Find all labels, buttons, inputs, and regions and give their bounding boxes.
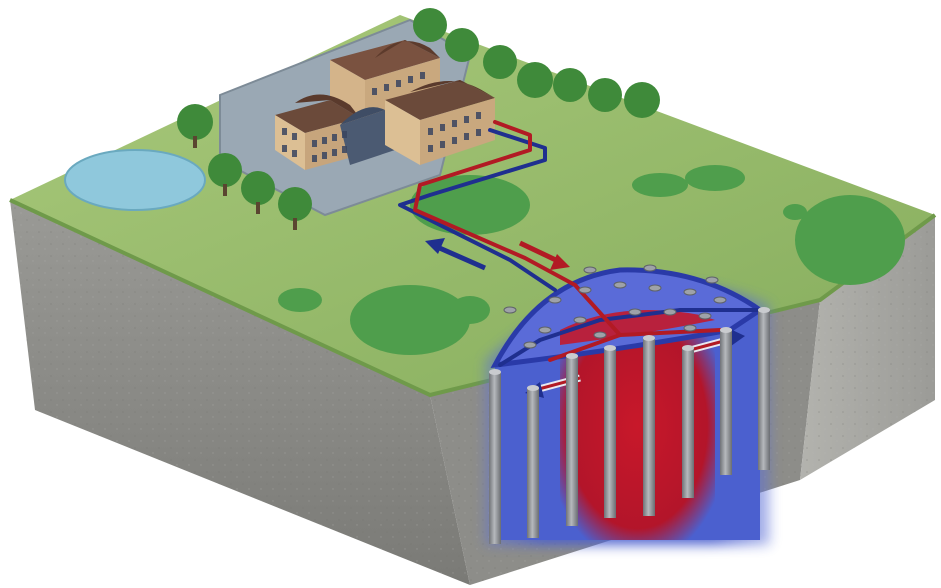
tree-icon <box>241 171 275 214</box>
hot-zone <box>560 312 715 540</box>
borehole-icon <box>643 335 655 516</box>
hot-pipe <box>413 120 577 287</box>
borehole-icon <box>758 307 770 470</box>
borehole-icon <box>566 353 578 526</box>
tree-icon <box>208 153 242 196</box>
borehole-icon <box>720 327 732 475</box>
tree-icon <box>278 187 312 230</box>
tree-icon <box>445 28 479 62</box>
tree-group <box>177 8 660 230</box>
flow-arrow-icon <box>425 238 487 271</box>
flow-arrow-icon <box>518 240 570 270</box>
cold-pipe <box>398 128 557 292</box>
tree-icon <box>553 68 587 102</box>
borehole-icon <box>489 369 501 544</box>
tree-icon <box>517 62 553 98</box>
tree-icon <box>588 78 622 112</box>
borehole-icon <box>604 345 616 518</box>
tree-icon <box>483 45 517 79</box>
boreholes <box>489 264 770 544</box>
building-icon <box>275 40 495 170</box>
tree-icon <box>413 8 447 42</box>
pipes <box>398 120 762 367</box>
borehole-icon <box>682 345 694 498</box>
pond <box>64 149 206 211</box>
tree-icon <box>177 104 213 148</box>
borehole-icon <box>527 385 539 538</box>
tree-icon <box>624 82 660 118</box>
shrubs <box>278 165 905 355</box>
